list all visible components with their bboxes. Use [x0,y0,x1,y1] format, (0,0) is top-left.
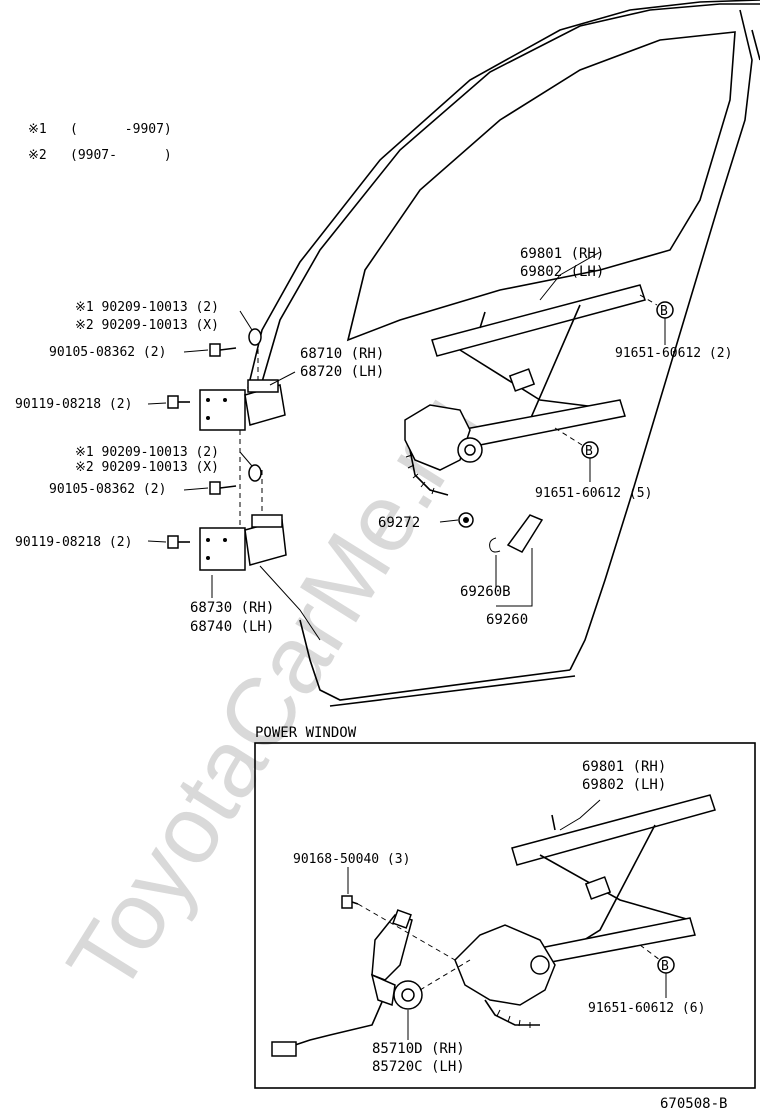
label-washer-low-2: ※2 90209-10013 (X) [75,460,219,475]
label-washer-top-1: ※1 90209-10013 (2) [75,300,219,315]
washer-low [248,464,262,482]
b-marker-mid: B [581,441,599,459]
svg-text:B: B [660,304,668,319]
window-regulator-manual [404,284,646,553]
note-2-range: (9907- ) [70,148,172,163]
crank-handle [506,514,544,553]
label-91651-mid: 91651-60612 (5) [535,486,652,501]
label-68740: 68740 (LH) [190,619,274,635]
label-pw-90168: 90168-50040 (3) [293,852,410,867]
screw-top [209,343,237,357]
label-91651-top: 91651-60612 (2) [615,346,732,361]
washer-top [248,328,262,346]
b-marker-top: B [656,301,674,319]
label-69272: 69272 [378,515,420,531]
labels-power: 69801 (RH) 69802 (LH) 90168-50040 (3) 91… [293,759,705,1075]
label-69260: 69260 [486,612,528,628]
label-bolt-hinge-low: 90119-08218 (2) [15,535,132,550]
label-bolt-hinge-top: 90119-08218 (2) [15,397,132,412]
label-washer-low-1: ※1 90209-10013 (2) [75,445,219,460]
power-window-box [254,742,756,1089]
notes-legend: ※1 ( -9907) ※2 (9907- ) [28,122,172,163]
note-1-mark: ※1 [28,122,47,137]
lower-hinge [199,514,287,571]
bolt-hinge-low [167,535,190,549]
label-69260b: 69260B [460,584,511,600]
upper-hinge [199,379,286,431]
label-pw-69802: 69802 (LH) [582,777,666,793]
label-pw-69801: 69801 (RH) [582,759,666,775]
label-85710d: 85710D (RH) [372,1041,465,1057]
labels-upper: 69801 (RH) 69802 (LH) 91651-60612 (2) ※1… [15,246,732,635]
b-marker-power: B [657,956,675,974]
label-69802: 69802 (LH) [520,264,604,280]
figure-code: 670508-B [660,1096,727,1112]
label-69801: 69801 (RH) [520,246,604,262]
leaders-power [347,799,667,1040]
svg-text:B: B [585,444,593,459]
window-regulator-power [454,794,716,1028]
label-68730: 68730 (RH) [190,600,274,616]
label-washer-top-2: ※2 90209-10013 (X) [75,318,219,333]
label-85720c: 85720C (LH) [372,1059,465,1075]
window-motor [271,909,423,1057]
note-2-mark: ※2 [28,148,47,163]
window-glass [346,31,736,342]
label-pw-91651: 91651-60612 (6) [588,1001,705,1016]
bolt-hinge-top [167,395,190,409]
label-screw-low: 90105-08362 (2) [49,482,166,497]
screw-low [209,481,237,495]
door-outline [247,0,760,707]
note-1-range: ( -9907) [70,122,172,137]
label-screw-top: 90105-08362 (2) [49,345,166,360]
leaders-upper [147,251,666,641]
power-window-title: POWER WINDOW [255,725,357,741]
label-68720: 68720 (LH) [300,364,384,380]
label-68710: 68710 (RH) [300,346,384,362]
svg-text:B: B [661,959,669,974]
screw-power [341,895,359,909]
